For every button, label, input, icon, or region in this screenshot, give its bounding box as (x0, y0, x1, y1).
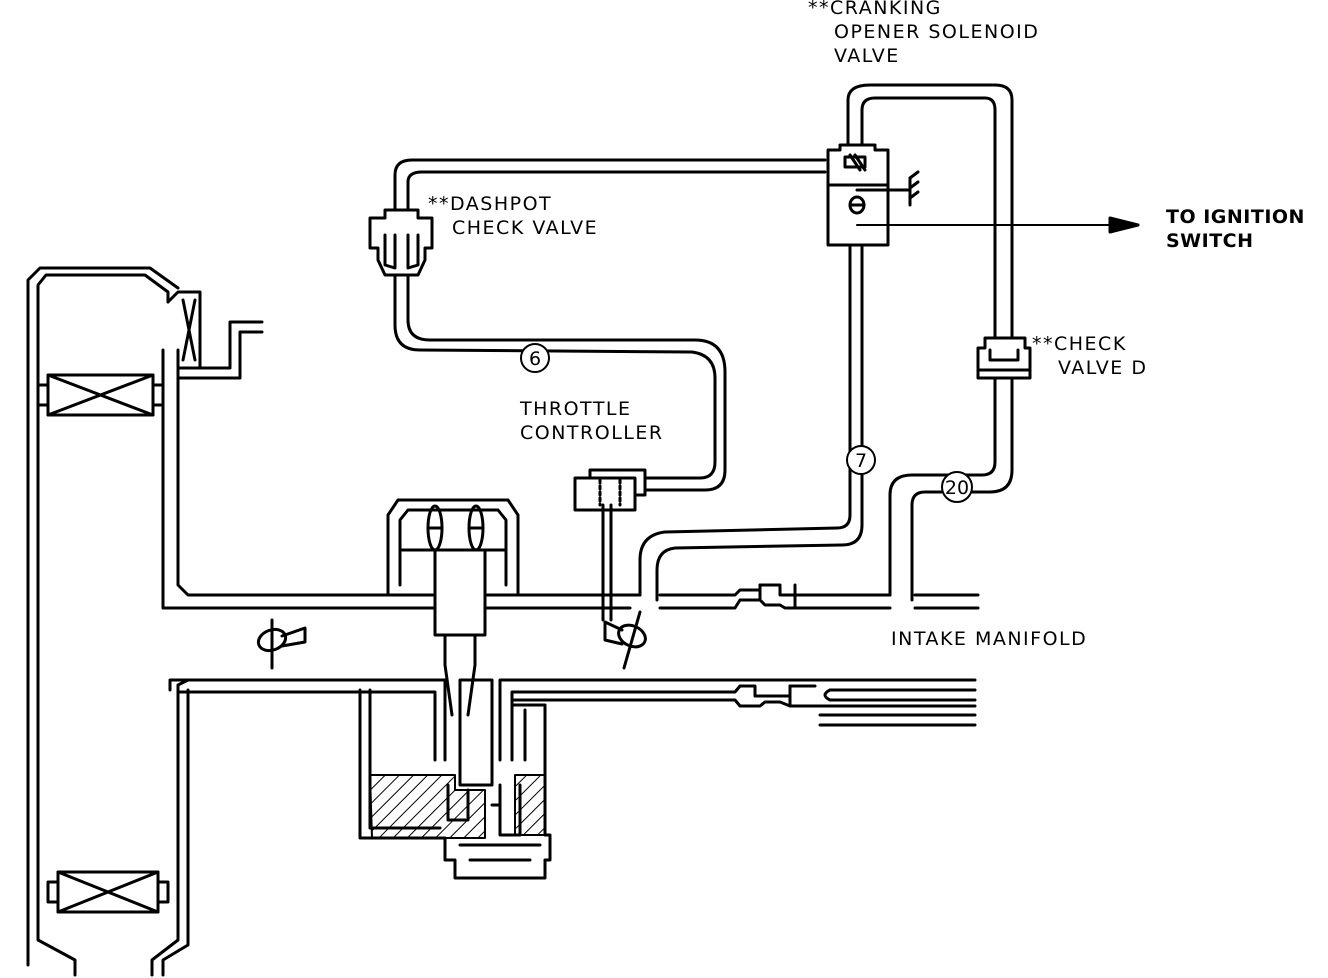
hose-6-badge: 6 (520, 343, 550, 373)
intake-manifold-label: INTAKE MANIFOLD (891, 627, 1087, 651)
intake-passage-lower (168, 678, 977, 762)
throttle-valve (603, 610, 647, 670)
checkd-label-line2: VALVE D (1058, 357, 1148, 379)
hose-6 (393, 158, 827, 492)
dashpot-check-valve-label: **DASHPOT CHECK VALVE (428, 192, 598, 240)
throttle-label-line2: CONTROLLER (520, 422, 664, 444)
dashpot-check-valve (368, 198, 434, 287)
air-filter-element-lower (46, 870, 170, 914)
air-cleaner-housing (26, 266, 437, 977)
fuel-level-hatch-right (514, 774, 546, 836)
throttle-controller-body (573, 468, 647, 622)
ignition-switch-label: TO IGNITION SWITCH (1166, 205, 1305, 253)
cranking-label-line1: **CRANKING (808, 0, 942, 19)
cranking-label-line2: OPENER SOLENOID (834, 21, 1040, 43)
cranking-opener-solenoid-valve (826, 143, 920, 247)
air-inlet-duct (166, 290, 264, 380)
intake-label-text: INTAKE MANIFOLD (891, 628, 1088, 650)
hose-solenoid-loop (846, 83, 1014, 322)
air-filter-element-upper (36, 373, 165, 417)
hose-20-number: 20 (945, 477, 969, 499)
choke-valve (256, 618, 307, 670)
throttle-controller-label: THROTTLE CONTROLLER (520, 397, 664, 445)
check-valve-d (976, 318, 1032, 397)
hose-7-badge: 7 (846, 445, 876, 475)
checkd-label-line1: **CHECK (1032, 333, 1127, 355)
dashpot-label-line1: **DASHPOT (428, 193, 553, 215)
check-valve-d-label: **CHECK VALVE D (1032, 332, 1147, 380)
throttle-label-line1: THROTTLE (520, 398, 632, 420)
dashpot-label-line2: CHECK VALVE (452, 217, 599, 239)
hose-7-number: 7 (855, 450, 867, 472)
hose-20-badge: 20 (941, 471, 973, 503)
ignition-wire (856, 216, 1140, 234)
intake-passage-upper (483, 583, 980, 610)
ignition-label-line1: TO IGNITION (1166, 206, 1305, 228)
dashpot-piston-housing (386, 498, 520, 717)
fuel-level-hatch (369, 774, 486, 839)
ignition-label-line2: SWITCH (1166, 230, 1254, 252)
hose-7 (638, 243, 864, 602)
cranking-label-line3: VALVE (834, 45, 900, 67)
hose-6-number: 6 (529, 348, 541, 370)
cranking-opener-label: **CRANKING OPENER SOLENOID VALVE (808, 0, 1039, 68)
